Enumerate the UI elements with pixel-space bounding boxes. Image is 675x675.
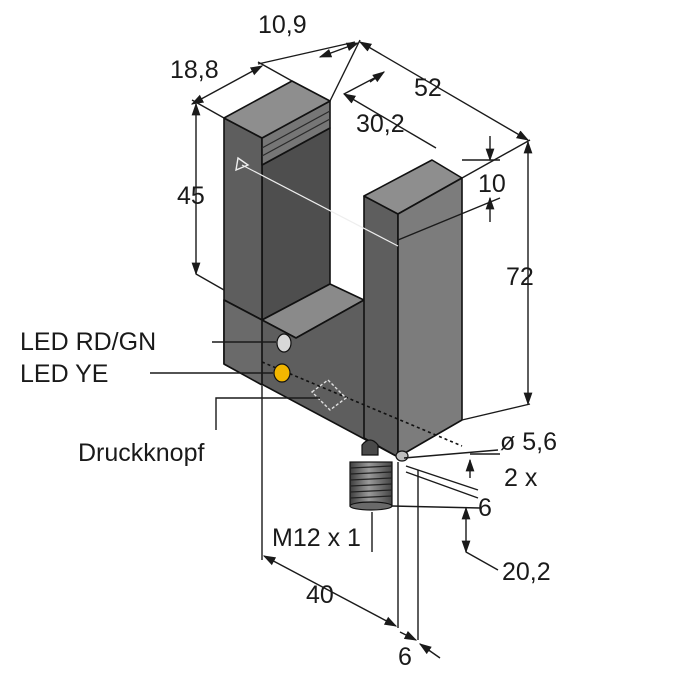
dim-2x: 2 x [504, 464, 538, 492]
body-right-side [397, 177, 463, 458]
push-button-marker [310, 379, 348, 411]
led-rd-gn [276, 333, 292, 353]
dim-52: 52 [414, 74, 442, 102]
dim-10: 10 [478, 170, 506, 198]
dim-10-9: 10,9 [258, 11, 307, 39]
dim-18-8: 18,8 [170, 56, 219, 84]
dim-45: 45 [177, 182, 205, 210]
dim-30-2: 30,2 [356, 110, 405, 138]
dim-6-b: 6 [398, 643, 412, 671]
label-led-rd-gn: LED RD/GN [20, 328, 156, 356]
dim-6-a: 6 [478, 494, 492, 522]
dimension-lines [150, 39, 533, 659]
dim-diameter: ø 5,6 [500, 428, 557, 456]
label-druckknopf: Druckknopf [78, 439, 204, 467]
left-arm-front [223, 117, 263, 321]
dimension-labels: 10,9 18,8 52 30,2 10 45 72 ø 5,6 2 x 6 2… [20, 11, 557, 671]
m12-connector [349, 461, 393, 511]
led-ye [273, 363, 291, 383]
dim-72: 72 [506, 263, 534, 291]
label-m12-connector: M12 x 1 [272, 524, 361, 552]
fork-sensor-body [223, 80, 463, 511]
label-led-ye: LED YE [20, 360, 108, 388]
right-arm-front [363, 195, 399, 458]
dim-40: 40 [306, 581, 334, 609]
dim-20-2: 20,2 [502, 558, 551, 586]
